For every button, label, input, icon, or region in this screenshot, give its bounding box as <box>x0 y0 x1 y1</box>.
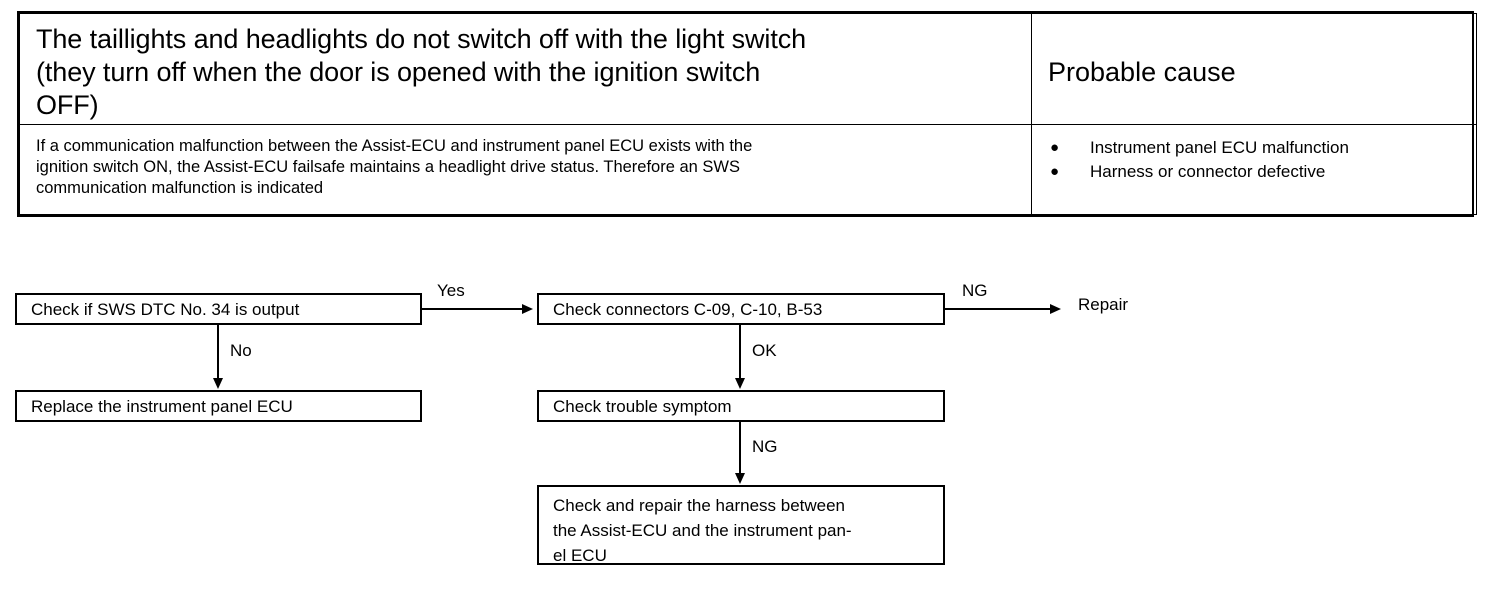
edge-ng-top-line <box>945 308 1050 310</box>
flow-box-harness-line-1: Check and repair the harness between <box>553 496 846 515</box>
edge-ng-bottom-line <box>739 422 741 474</box>
flow-box-connectors-check-label: Check connectors C-09, C-10, B-53 <box>553 299 823 319</box>
table-body-row: If a communication malfunction between t… <box>19 124 1477 215</box>
symptom-header-line-1: The taillights and headlights do not swi… <box>36 24 807 54</box>
list-item: ● Harness or connector defective <box>1050 160 1468 184</box>
edge-ng-top-arrowhead-icon <box>1050 304 1061 314</box>
probable-cause-header-cell: Probable cause <box>1031 13 1477 125</box>
flow-terminal-repair: Repair <box>1078 295 1129 314</box>
edge-no-line <box>217 325 219 379</box>
list-item: ● Instrument panel ECU malfunction <box>1050 136 1468 160</box>
edge-label-ok: OK <box>752 341 777 360</box>
symptom-header-cell: The taillights and headlights do not swi… <box>19 13 1032 125</box>
bullet-icon: ● <box>1050 163 1060 180</box>
edge-ok-line <box>739 325 741 379</box>
symptom-table: The taillights and headlights do not swi… <box>17 11 1477 217</box>
cause-label: Harness or connector defective <box>1090 162 1326 181</box>
edge-no-arrowhead-icon <box>213 378 223 389</box>
symptom-header-line-3: OFF) <box>36 90 99 120</box>
description-line-3: communication malfunction is indicated <box>36 179 324 197</box>
edge-label-no: No <box>230 341 252 360</box>
flow-box-replace-ecu: Replace the instrument panel ECU <box>15 390 422 422</box>
edge-ok-arrowhead-icon <box>735 378 745 389</box>
edge-ng-bottom-arrowhead-icon <box>735 473 745 484</box>
edge-label-yes: Yes <box>437 281 465 300</box>
probable-cause-list: ● Instrument panel ECU malfunction ● Har… <box>1032 125 1476 184</box>
description-line-2: ignition switch ON, the Assist-ECU fails… <box>36 158 741 176</box>
probable-cause-header-text: Probable cause <box>1048 57 1236 87</box>
symptom-header-line-2: (they turn off when the door is opened w… <box>36 57 761 87</box>
edge-yes-arrowhead-icon <box>522 304 533 314</box>
flow-box-dtc-check-label: Check if SWS DTC No. 34 is output <box>31 299 300 319</box>
flow-box-replace-ecu-label: Replace the instrument panel ECU <box>31 396 293 416</box>
bullet-icon: ● <box>1050 139 1060 156</box>
flow-box-connectors-check: Check connectors C-09, C-10, B-53 <box>537 293 945 325</box>
flow-box-trouble-symptom-label: Check trouble symptom <box>553 396 732 416</box>
cause-label: Instrument panel ECU malfunction <box>1090 138 1349 157</box>
flow-box-harness-line-2: the Assist-ECU and the instrument pan- <box>553 521 852 540</box>
symptom-header-text: The taillights and headlights do not swi… <box>20 14 1031 122</box>
flow-box-trouble-symptom: Check trouble symptom <box>537 390 945 422</box>
edge-yes-line <box>422 308 522 310</box>
description-line-1: If a communication malfunction between t… <box>36 137 753 155</box>
probable-cause-cell: ● Instrument panel ECU malfunction ● Har… <box>1031 124 1477 215</box>
description-text: If a communication malfunction between t… <box>20 125 1031 199</box>
flow-box-harness-repair-text: Check and repair the harness between the… <box>539 487 943 568</box>
flow-box-dtc-check: Check if SWS DTC No. 34 is output <box>15 293 422 325</box>
edge-label-ng-top: NG <box>962 281 988 300</box>
table-header-row: The taillights and headlights do not swi… <box>19 13 1477 125</box>
edge-label-ng-bottom: NG <box>752 437 778 456</box>
description-cell: If a communication malfunction between t… <box>19 124 1032 215</box>
flow-box-harness-repair: Check and repair the harness between the… <box>537 485 945 565</box>
symptom-table-grid: The taillights and headlights do not swi… <box>19 13 1477 215</box>
flow-box-harness-line-3: el ECU <box>553 546 607 565</box>
